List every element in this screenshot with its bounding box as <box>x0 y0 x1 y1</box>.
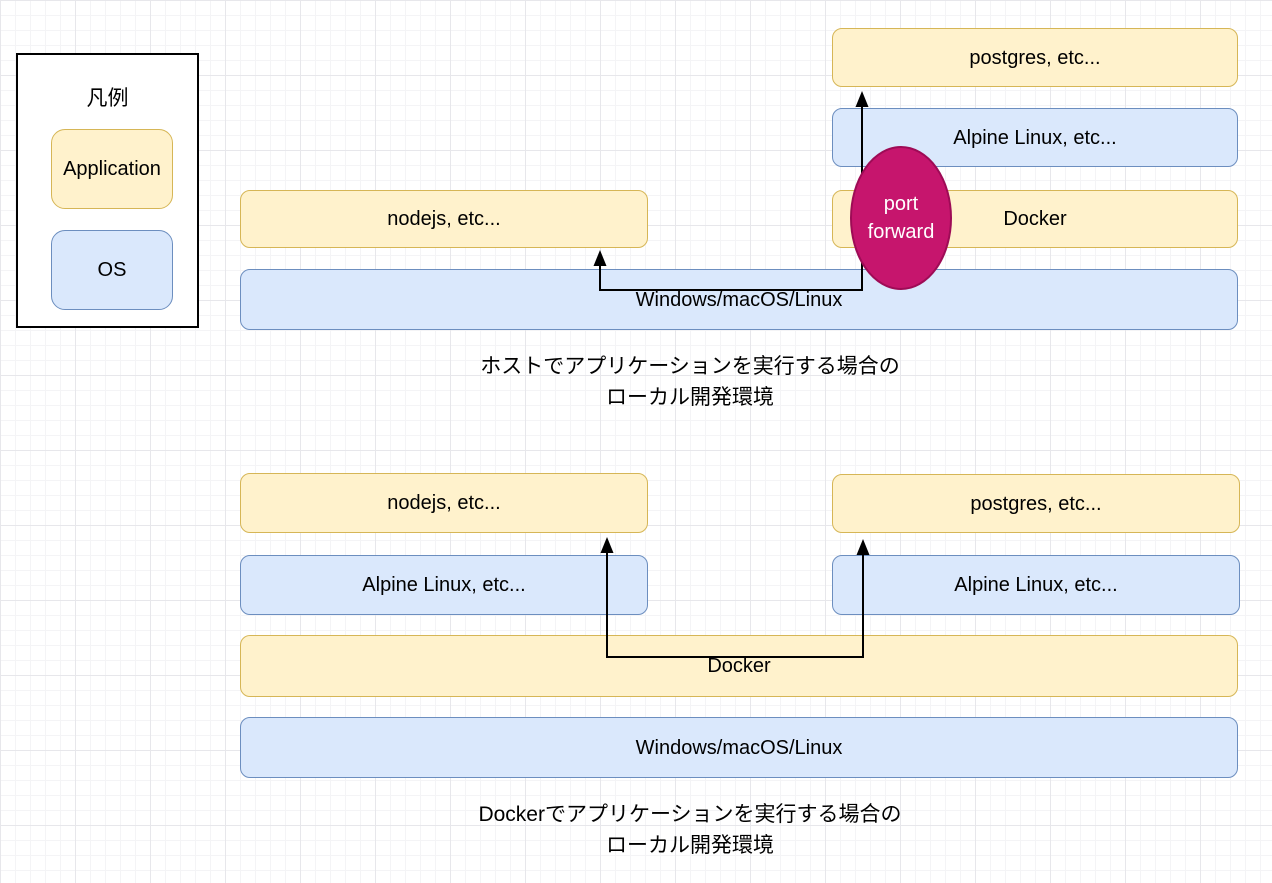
legend-os-box: OS <box>51 230 173 310</box>
host-alpine-box: Alpine Linux, etc... <box>832 108 1238 167</box>
docker-nodejs-box: nodejs, etc... <box>240 473 648 533</box>
host-caption-line1: ホストでアプリケーションを実行する場合の <box>480 355 900 378</box>
docker-alpine-right-box: Alpine Linux, etc... <box>832 555 1240 615</box>
host-os-bar: Windows/macOS/Linux <box>240 269 1238 330</box>
docker-caption-line1: Dockerでアプリケーションを実行する場合の <box>478 803 902 826</box>
legend-title: 凡例 <box>86 87 129 110</box>
port-forward-label: port forward <box>851 190 951 246</box>
docker-alpine-left-box: Alpine Linux, etc... <box>240 555 648 615</box>
docker-caption-line2: ローカル開発環境 <box>606 834 774 857</box>
docker-caption: Dockerでアプリケーションを実行する場合の ローカル開発環境 <box>290 799 1090 861</box>
port-forward-line2: forward <box>867 221 935 243</box>
legend-application-box: Application <box>51 129 173 209</box>
docker-engine-bar: Docker <box>240 635 1238 697</box>
docker-os-bar: Windows/macOS/Linux <box>240 717 1238 778</box>
host-caption-line2: ローカル開発環境 <box>606 386 774 409</box>
port-forward-line1: port <box>883 193 919 215</box>
docker-postgres-box: postgres, etc... <box>832 474 1240 533</box>
host-postgres-box: postgres, etc... <box>832 28 1238 87</box>
host-caption: ホストでアプリケーションを実行する場合の ローカル開発環境 <box>290 351 1090 413</box>
legend-box: 凡例 Application OS <box>16 53 199 328</box>
host-nodejs-box: nodejs, etc... <box>240 190 648 248</box>
